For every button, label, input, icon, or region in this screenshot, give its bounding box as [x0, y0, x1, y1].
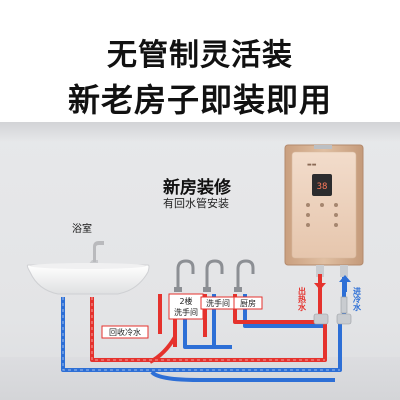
faucet-2	[203, 259, 224, 292]
scene-title: 新房装修	[163, 178, 231, 198]
faucet-label-1: 2楼 洗手间	[168, 293, 204, 320]
outlet-label: 出热水	[297, 286, 307, 312]
bathroom-label: 浴室	[72, 224, 92, 235]
hot-outlet-arrow	[314, 274, 326, 290]
faucet-label-3-text: 厨房	[240, 298, 256, 308]
outlet-label-text: 出热水	[297, 286, 307, 312]
inlet-label-text: 进冷水	[352, 286, 362, 312]
installation-scene: ▬▬ 38 出热水	[0, 122, 400, 400]
valve-fittings	[313, 296, 352, 325]
faucet-label-3: 厨房	[233, 296, 263, 310]
faucet-label-2: 洗手间	[200, 296, 236, 310]
scene-subtitle: 有回水管安装	[163, 197, 229, 210]
heater-display	[312, 174, 332, 196]
pipe-wrap-dashes	[62, 297, 340, 371]
faucet-label-1-line-2: 洗手间	[174, 307, 198, 317]
water-heater: ▬▬ 38	[284, 144, 364, 277]
heater-brand: ▬▬	[307, 162, 317, 168]
inlet-label: 进冷水	[352, 286, 362, 312]
faucet-label-1-line-1: 2楼	[179, 296, 192, 306]
heater-buttons	[306, 203, 338, 227]
faucet-1	[174, 259, 195, 292]
wall-shadow	[0, 122, 400, 142]
faucet-group	[174, 259, 255, 292]
faucet-3	[234, 259, 255, 292]
headline-banner: 无管制灵活装 新老房子即装即用	[0, 0, 400, 122]
return-water-label-text: 回收冷水	[109, 327, 141, 337]
headline-line-1: 无管制灵活装	[107, 38, 293, 73]
bathroom-sink	[26, 241, 150, 295]
faucet-label-2-text: 洗手间	[206, 298, 230, 308]
heater-display-reading: 38	[317, 182, 328, 192]
plumbing-diagram: ▬▬ 38 出热水	[26, 144, 364, 382]
return-water-label: 回收冷水	[101, 325, 149, 339]
headline-line-2: 新老房子即装即用	[67, 81, 332, 119]
cold-inlet-arrow	[339, 275, 351, 292]
